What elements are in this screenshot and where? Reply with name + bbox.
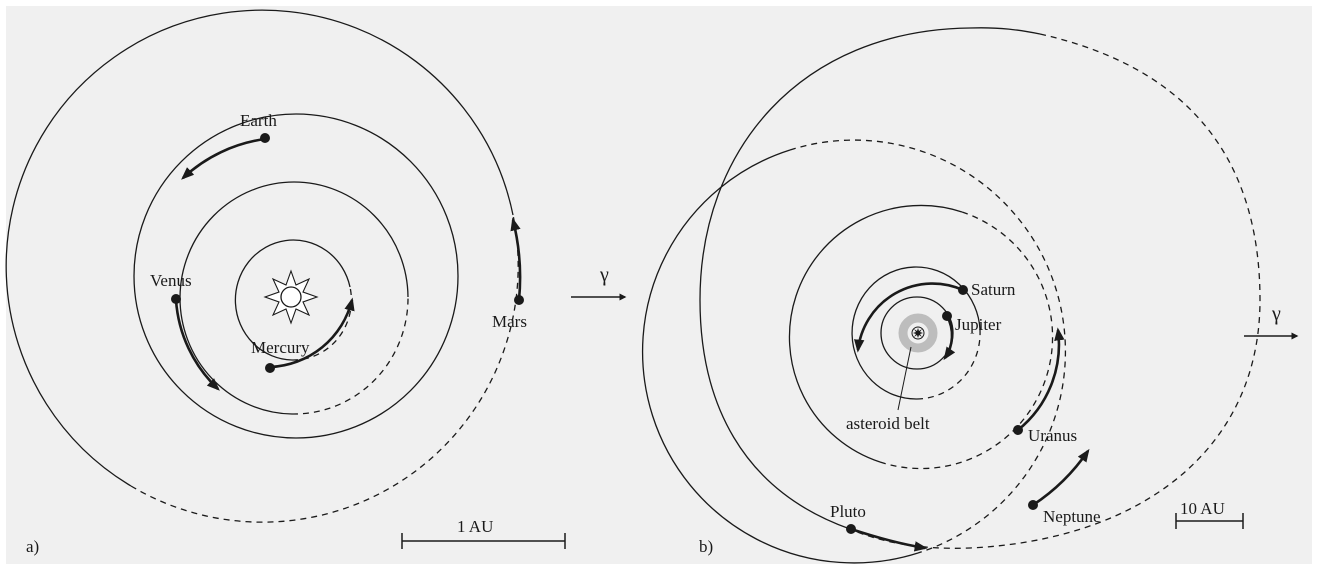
uranus-label: Uranus: [1028, 426, 1077, 445]
pluto-dot: [846, 524, 856, 534]
uranus-dot: [1013, 425, 1023, 435]
uranus-motion-arrow: [1018, 330, 1059, 430]
asteroid-belt-pointer: [898, 347, 911, 410]
scale-label-1au: 1 AU: [457, 517, 493, 536]
panel-b-tag: b): [699, 537, 713, 556]
panel-a-tag: a): [26, 537, 39, 556]
mercury-dot: [265, 363, 275, 373]
neptune-label: Neptune: [1043, 507, 1101, 526]
earth-dot: [260, 133, 270, 143]
scale-label-10au: 10 AU: [1180, 499, 1225, 518]
sun-icon: [265, 271, 317, 323]
mars-orbit: [6, 10, 518, 522]
vernal-equinox-symbol-b: γ: [1271, 303, 1281, 325]
mercury-label: Mercury: [251, 338, 310, 357]
mars-label: Mars: [492, 312, 527, 331]
venus-motion-arrow: [176, 300, 218, 389]
earth-motion-arrow: [183, 139, 265, 178]
panel-a: Earth Venus Mercury Mars γ 1 AU a): [6, 10, 625, 556]
pluto-label: Pluto: [830, 502, 866, 521]
jupiter-dot: [942, 311, 952, 321]
saturn-label: Saturn: [971, 280, 1016, 299]
neptune-dot: [1028, 500, 1038, 510]
venus-dot: [171, 294, 181, 304]
jupiter-label: Jupiter: [955, 315, 1002, 334]
saturn-dot: [958, 285, 968, 295]
pluto-motion-arrow: [851, 529, 925, 548]
neptune-motion-arrow: [1033, 451, 1088, 505]
earth-label: Earth: [240, 111, 277, 130]
sun-icon-small: [913, 328, 923, 338]
jupiter-motion-arrow: [945, 316, 952, 358]
panel-b: Saturn Jupiter asteroid belt Uranus Nept…: [643, 28, 1297, 563]
venus-label: Venus: [150, 271, 192, 290]
asteroid-belt-label: asteroid belt: [846, 414, 930, 433]
vernal-equinox-symbol: γ: [599, 264, 609, 286]
mars-dot: [514, 295, 524, 305]
solar-system-orbits-figure: Earth Venus Mercury Mars γ 1 AU a): [6, 6, 1312, 564]
mars-motion-arrow: [513, 220, 520, 300]
